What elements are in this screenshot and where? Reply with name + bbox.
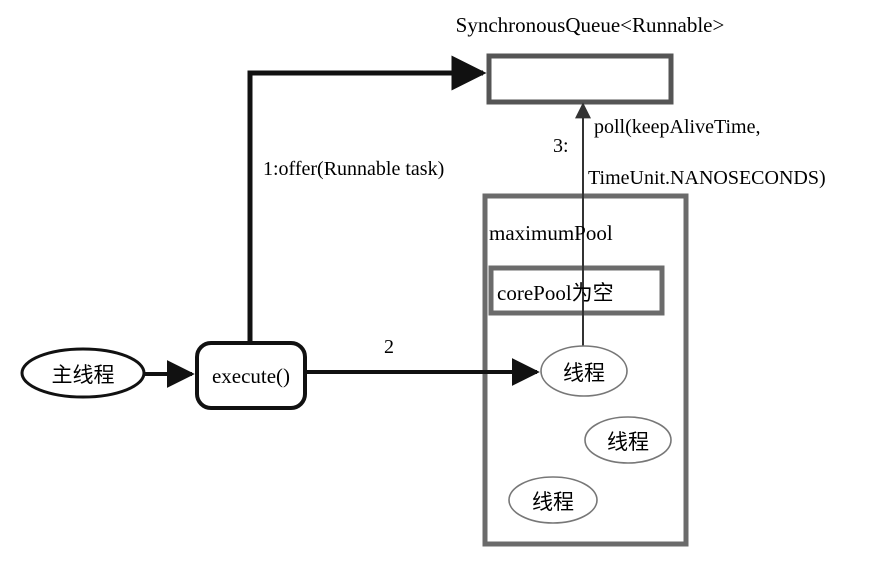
core-pool-label: corePool为空 xyxy=(497,281,614,305)
thread-ellipse-1 xyxy=(540,345,628,397)
maximum-pool-label: maximumPool xyxy=(489,221,613,245)
diagram-title: SynchronousQueue<Runnable> xyxy=(456,13,725,37)
edge-offer-label: 1:offer(Runnable task) xyxy=(263,158,444,180)
execute-node-box xyxy=(195,341,307,410)
edge-offer-line xyxy=(247,55,487,343)
thread-label-1: 线程 xyxy=(563,361,605,385)
edge-poll-label-line2: TimeUnit.NANOSECONDS) xyxy=(588,167,826,189)
execute-node-label: execute() xyxy=(212,364,290,388)
thread-ellipse-3 xyxy=(508,476,598,524)
main-thread-label: 主线程 xyxy=(52,363,115,387)
edge-execute-to-thread-label: 2 xyxy=(384,336,394,358)
thread-ellipse-2 xyxy=(584,416,672,464)
synchronous-queue-box xyxy=(486,53,674,105)
thread-label-3: 线程 xyxy=(532,490,574,514)
main-thread-ellipse xyxy=(20,347,146,399)
edge-poll-label-line1: poll(keepAliveTime, xyxy=(594,116,760,138)
edge-poll-number: 3: xyxy=(553,135,569,157)
core-pool-box xyxy=(488,265,665,316)
thread-label-2: 线程 xyxy=(607,430,649,454)
